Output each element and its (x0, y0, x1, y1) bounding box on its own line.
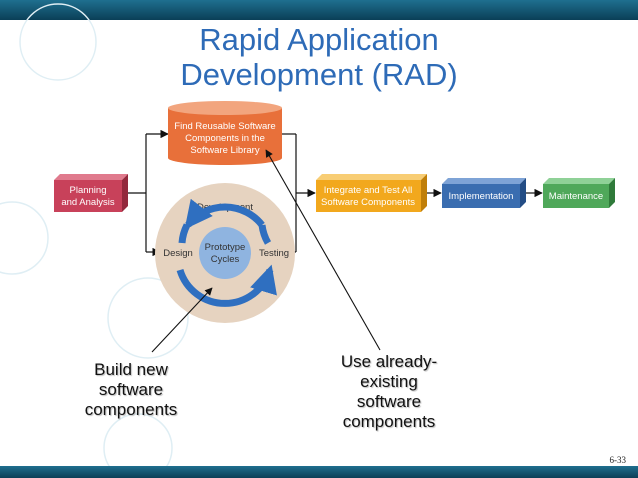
build-new-callout: Build new software components (70, 360, 192, 420)
slide-title-line2: Development (RAD) (180, 57, 458, 92)
top-bar (0, 0, 638, 20)
build-new-line2: software (98, 380, 164, 399)
integrate-label-line1: Integrate and Test All (324, 185, 413, 196)
prototype-core (199, 227, 251, 279)
build-new-line1: Build new (94, 360, 168, 379)
software-library-cylinder: Find Reusable Software Components in the… (168, 101, 282, 165)
planning-label-line1: Planning (70, 185, 107, 196)
maintenance-box: Maintenance (543, 178, 615, 208)
library-label-line1: Find Reusable Software (174, 121, 275, 132)
implementation-box: Implementation (442, 178, 526, 208)
library-label-line2: Components in the (185, 133, 265, 144)
page-number: 6-33 (609, 455, 627, 465)
planning-and-analysis-box: Planning and Analysis (54, 174, 128, 212)
background-rings (0, 3, 189, 478)
development-disc: Development Design Testing Prototype Cyc… (155, 183, 295, 323)
prototype-label-line2: Cycles (211, 254, 240, 265)
use-existing-line3: software (356, 392, 422, 411)
implementation-label: Implementation (449, 191, 514, 202)
use-existing-line4: components (342, 412, 436, 431)
bottom-bar (0, 466, 638, 478)
planning-label-line2: and Analysis (61, 197, 115, 208)
library-label-line3: Software Library (190, 145, 259, 156)
cycle-arrows (176, 198, 277, 307)
build-new-line3: components (84, 400, 178, 419)
use-existing-pointer (265, 149, 381, 351)
maintenance-label: Maintenance (549, 191, 603, 202)
build-new-pointer (151, 287, 213, 353)
slide-title-line1: Rapid Application (199, 22, 439, 57)
use-existing-callout: Use already- existing software component… (322, 352, 456, 432)
integrate-label-line2: Software Components (321, 197, 415, 208)
use-existing-line2: existing (360, 372, 418, 391)
integrate-and-test-box: Integrate and Test All Software Componen… (316, 174, 427, 212)
flow-connectors (128, 129, 543, 257)
testing-label: Testing (259, 248, 289, 259)
use-existing-line1: Use already- (340, 352, 438, 371)
design-label: Design (163, 248, 193, 259)
prototype-label-line1: Prototype (205, 242, 246, 253)
